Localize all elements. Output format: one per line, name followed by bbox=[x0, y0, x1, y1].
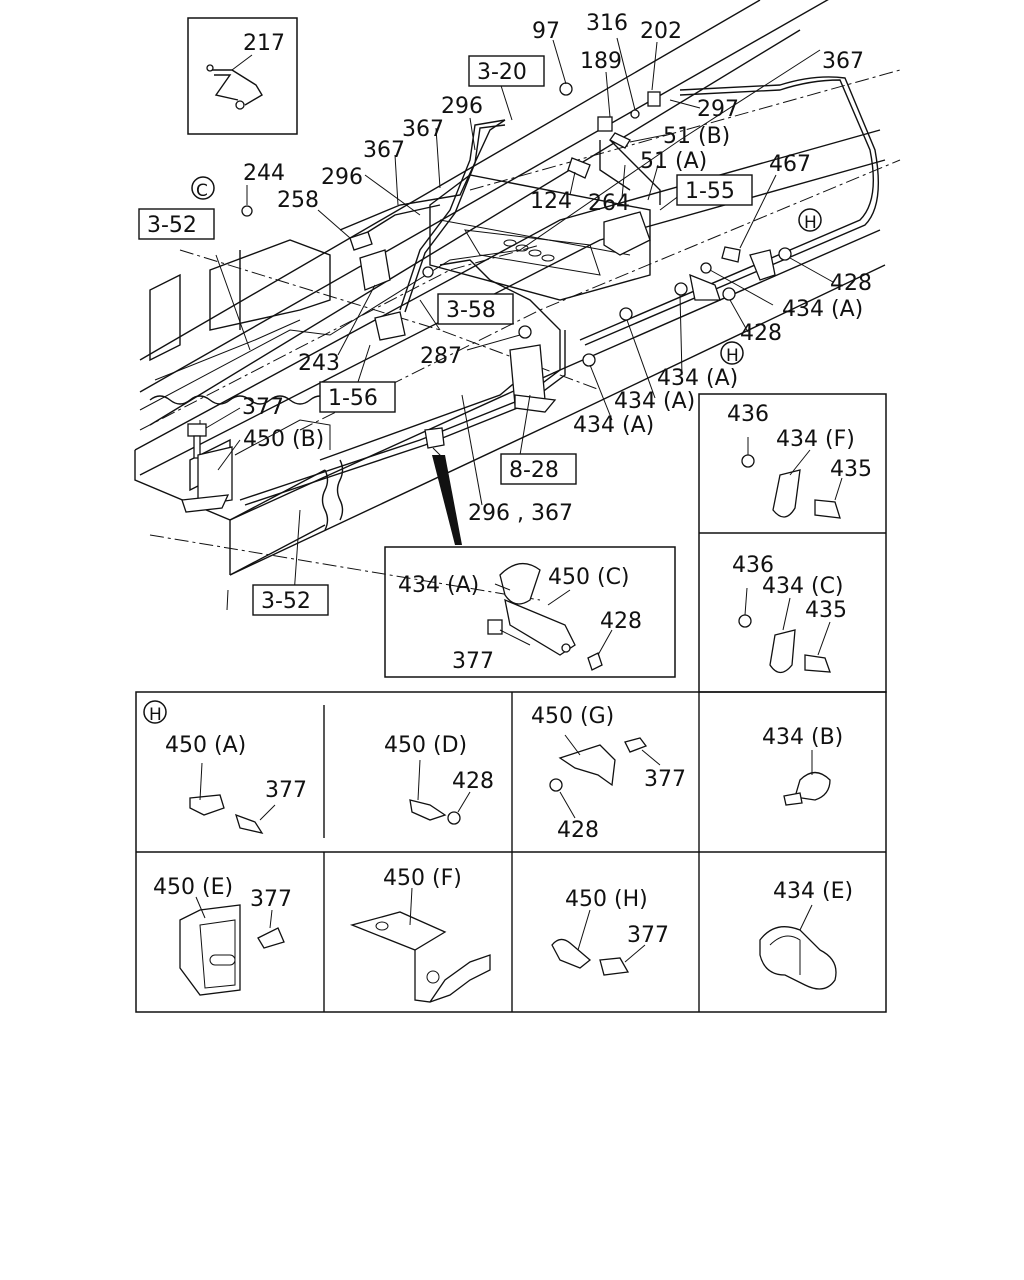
part-label: 244 bbox=[243, 161, 285, 186]
part-label: 434 (A) bbox=[573, 413, 654, 438]
part-label: 296 , 367 bbox=[468, 501, 573, 526]
part-label: 436 bbox=[732, 553, 774, 578]
part-label: 377 bbox=[627, 923, 669, 948]
ref-box-label: 3-52 bbox=[261, 589, 311, 614]
part-label: 434 (C) bbox=[762, 574, 844, 599]
part-label: 435 bbox=[830, 457, 872, 482]
ref-box-label: 8-28 bbox=[509, 458, 559, 483]
ref-box-label: 1-55 bbox=[685, 179, 735, 204]
ref-box-1-56[interactable]: 1-56 bbox=[319, 381, 396, 413]
ref-box-label: 1-56 bbox=[328, 386, 378, 411]
marker-h-label: H bbox=[149, 705, 162, 725]
part-label: 51 (A) bbox=[640, 149, 707, 174]
part-label: 264 bbox=[588, 191, 630, 216]
part-label: 428 bbox=[600, 609, 642, 634]
part-label: 434 (A) bbox=[657, 366, 738, 391]
part-label: 450 (D) bbox=[384, 733, 467, 758]
part-label: 434 (B) bbox=[762, 725, 843, 750]
part-label: 450 (C) bbox=[548, 565, 630, 590]
part-label: 450 (H) bbox=[565, 887, 648, 912]
part-label: 434 (E) bbox=[773, 879, 853, 904]
part-label: 51 (B) bbox=[663, 124, 730, 149]
part-label: 436 bbox=[727, 402, 769, 427]
part-label: 467 bbox=[769, 152, 811, 177]
marker-h-label: H bbox=[804, 213, 817, 233]
part-label: 450 (B) bbox=[243, 427, 324, 452]
part-label: 377 bbox=[250, 887, 292, 912]
part-label: 243 bbox=[298, 351, 340, 376]
part-label: 296 bbox=[321, 165, 363, 190]
ref-box-3-58[interactable]: 3-58 bbox=[437, 293, 514, 325]
part-label: 428 bbox=[557, 818, 599, 843]
ref-box-3-52-top[interactable]: 3-52 bbox=[138, 208, 215, 240]
marker-h-3: H bbox=[143, 700, 167, 725]
part-label: 435 bbox=[805, 598, 847, 623]
ref-box-3-20[interactable]: 3-20 bbox=[468, 55, 545, 87]
part-label: 97 bbox=[532, 19, 560, 44]
marker-h-label: H bbox=[726, 346, 739, 366]
part-labels: 217 97 316 202 367 189 297 296 51 (B) 36… bbox=[153, 11, 872, 948]
part-label: 428 bbox=[830, 271, 872, 296]
marker-h-1: H bbox=[798, 208, 822, 233]
part-label: 297 bbox=[697, 97, 739, 122]
part-label: 367 bbox=[363, 138, 405, 163]
marker-c: C bbox=[191, 176, 215, 201]
part-label: 367 bbox=[402, 117, 444, 142]
part-label: 377 bbox=[265, 778, 307, 803]
part-label: 296 bbox=[441, 94, 483, 119]
part-label: 450 (F) bbox=[383, 866, 462, 891]
part-label: 287 bbox=[420, 344, 462, 369]
part-label: 377 bbox=[644, 767, 686, 792]
part-label: 450 (G) bbox=[531, 704, 614, 729]
ref-box-label: 3-58 bbox=[446, 298, 496, 323]
part-label: 189 bbox=[580, 49, 622, 74]
ref-box-1-55[interactable]: 1-55 bbox=[676, 174, 753, 206]
part-label: 316 bbox=[586, 11, 628, 36]
part-label: 217 bbox=[243, 31, 285, 56]
leader-lines bbox=[205, 37, 834, 611]
ref-box-8-28[interactable]: 8-28 bbox=[500, 453, 577, 485]
part-label: 202 bbox=[640, 19, 682, 44]
ref-box-label: 3-52 bbox=[147, 213, 197, 238]
part-label: 124 bbox=[530, 189, 572, 214]
small-parts bbox=[181, 17, 792, 545]
marker-c-label: C bbox=[196, 181, 208, 201]
ref-box-label: 3-20 bbox=[477, 60, 527, 85]
part-label: 377 bbox=[452, 649, 494, 674]
ref-box-3-52-bottom[interactable]: 3-52 bbox=[252, 584, 329, 616]
part-label: 434 (A) bbox=[782, 297, 863, 322]
part-label: 434 (A) bbox=[614, 389, 695, 414]
marker-h-2: H bbox=[720, 341, 744, 366]
part-label: 434 (F) bbox=[776, 427, 855, 452]
part-label: 258 bbox=[277, 188, 319, 213]
inset-clamp-bracket bbox=[384, 546, 676, 678]
part-label: 434 (A) bbox=[398, 573, 479, 598]
part-label: 428 bbox=[740, 321, 782, 346]
part-label: 428 bbox=[452, 769, 494, 794]
brake-pipes bbox=[239, 76, 879, 506]
part-label: 367 bbox=[822, 49, 864, 74]
part-label: 450 (E) bbox=[153, 875, 233, 900]
bottom-detail-grid bbox=[135, 691, 887, 1013]
part-label: 450 (A) bbox=[165, 733, 246, 758]
part-label: 377 bbox=[242, 395, 284, 420]
